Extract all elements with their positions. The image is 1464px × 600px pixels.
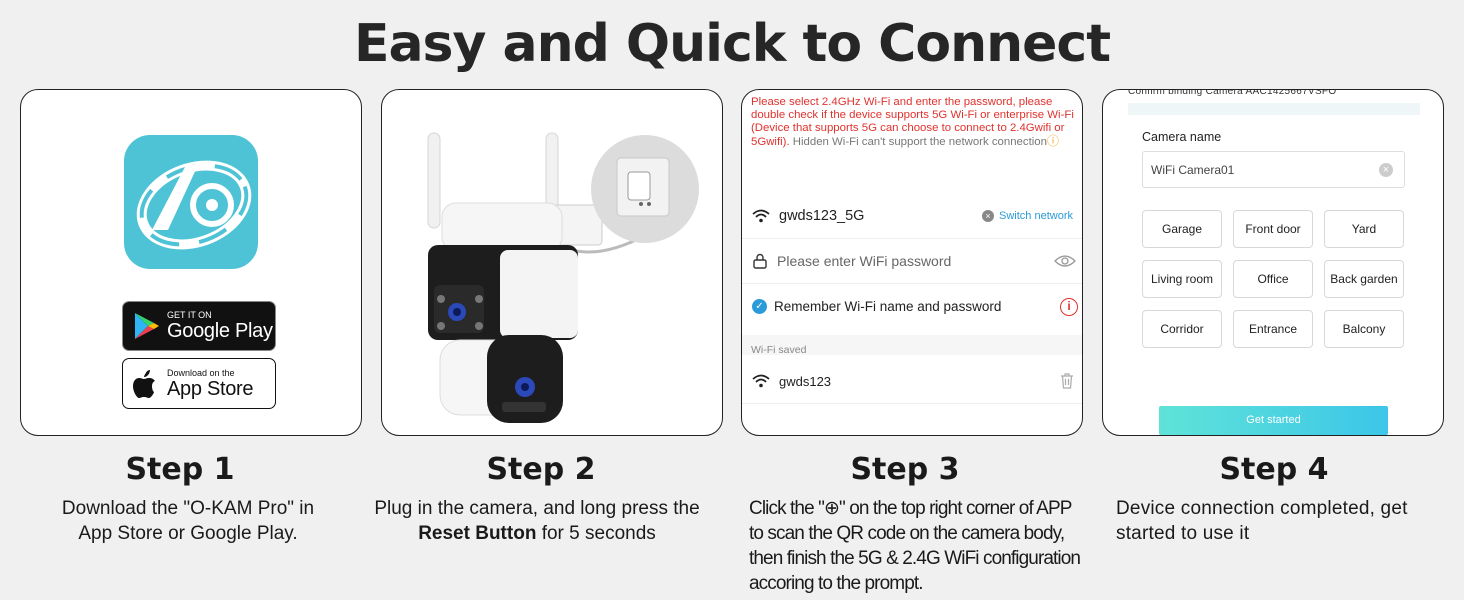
confirm-binding-text: Confirm binding Camera AAC1425667VSFO bbox=[1128, 89, 1337, 97]
step1-card: GET IT ON Google Play Download on the Ap… bbox=[20, 89, 362, 436]
trash-icon[interactable] bbox=[1060, 373, 1074, 389]
room-chip[interactable]: Garage bbox=[1142, 210, 1222, 248]
saved-network-row[interactable]: gwds123 bbox=[742, 359, 1082, 404]
header-strip bbox=[1128, 103, 1420, 115]
saved-network-name: gwds123 bbox=[779, 373, 832, 389]
camera-name-label: Camera name bbox=[1142, 130, 1222, 144]
room-chip[interactable]: Corridor bbox=[1142, 310, 1222, 348]
app-store-small-text: Download on the bbox=[167, 367, 235, 378]
check-circle-icon: ✓ bbox=[752, 299, 767, 314]
remember-label: Remember Wi-Fi name and password bbox=[774, 299, 1002, 314]
eye-icon[interactable] bbox=[1054, 254, 1076, 268]
room-chip[interactable]: Front door bbox=[1233, 210, 1313, 248]
wifi-network-row[interactable]: gwds123_5G × Switch network bbox=[742, 194, 1082, 239]
clear-icon[interactable]: × bbox=[1379, 163, 1393, 177]
room-chip[interactable]: Entrance bbox=[1233, 310, 1313, 348]
close-circle-icon: × bbox=[982, 210, 995, 222]
room-chip[interactable]: Living room bbox=[1142, 260, 1222, 298]
google-play-small-text: GET IT ON bbox=[167, 310, 212, 320]
room-chip[interactable]: Balcony bbox=[1324, 310, 1404, 348]
step3-description: Click the "⊕" on the top right corner of… bbox=[749, 498, 1081, 594]
wifi-saved-header: Wi-Fi saved bbox=[742, 335, 1082, 356]
step1-description: Download the "O-KAM Pro" in App Store or… bbox=[61, 498, 315, 544]
info-icon[interactable]: i bbox=[1060, 297, 1078, 316]
page-title: Easy and Quick to Connect bbox=[353, 14, 1111, 74]
switch-network-label: Switch network bbox=[999, 210, 1073, 222]
app-store-big-text: App Store bbox=[167, 377, 254, 400]
wifi-icon bbox=[752, 374, 770, 388]
get-started-button[interactable]: Get started bbox=[1159, 406, 1388, 435]
google-play-big-text: Google Play bbox=[167, 320, 273, 342]
password-input[interactable]: Please enter WiFi password bbox=[742, 239, 1082, 284]
okam-app-icon[interactable] bbox=[124, 135, 258, 269]
apple-icon bbox=[133, 369, 155, 398]
reset-button-label: Reset Button bbox=[418, 523, 537, 544]
step3-card: Please select 2.4GHz Wi-Fi and enter the… bbox=[741, 89, 1083, 436]
camera-name-input[interactable]: WiFi Camera01 × bbox=[1142, 151, 1405, 188]
step3-title: Step 3 bbox=[850, 452, 960, 487]
step4-card: Confirm binding Camera AAC1425667VSFO Ca… bbox=[1102, 89, 1444, 436]
room-chip[interactable]: Back garden bbox=[1324, 260, 1404, 298]
password-placeholder: Please enter WiFi password bbox=[777, 253, 952, 269]
question-icon[interactable]: ⓘ bbox=[1046, 134, 1059, 148]
google-play-icon bbox=[135, 313, 159, 339]
warning-red-text: Please select 2.4GHz Wi-Fi and enter the… bbox=[751, 96, 1074, 148]
app-store-badge[interactable]: Download on the App Store bbox=[122, 358, 276, 409]
camera-name-value: WiFi Camera01 bbox=[1151, 163, 1235, 177]
switch-network-link[interactable]: × Switch network bbox=[982, 210, 1073, 222]
step2-desc-suffix: for 5 seconds bbox=[536, 523, 656, 544]
step2-title: Step 2 bbox=[486, 452, 596, 487]
room-chip[interactable]: Office bbox=[1233, 260, 1313, 298]
camera-illustration bbox=[427, 132, 699, 423]
network-name: gwds123_5G bbox=[779, 208, 865, 224]
step4-description: Device connection completed, get started… bbox=[1116, 498, 1408, 544]
wifi-warning: Please select 2.4GHz Wi-Fi and enter the… bbox=[751, 96, 1076, 149]
warning-gray-text: Hidden Wi-Fi can't support the network c… bbox=[789, 136, 1047, 148]
step2-desc-text: Plug in the camera, and long press the bbox=[374, 498, 700, 519]
google-play-badge[interactable]: GET IT ON Google Play bbox=[122, 301, 276, 351]
lock-icon bbox=[753, 253, 767, 269]
step2-card bbox=[381, 89, 723, 436]
step4-title: Step 4 bbox=[1219, 452, 1329, 487]
wifi-icon bbox=[752, 209, 770, 223]
step1-title: Step 1 bbox=[125, 452, 235, 487]
room-chip[interactable]: Yard bbox=[1324, 210, 1404, 248]
step2-description: Plug in the camera, and long press the R… bbox=[362, 496, 712, 546]
remember-wifi-checkbox[interactable]: ✓ Remember Wi-Fi name and password i bbox=[742, 284, 1082, 329]
